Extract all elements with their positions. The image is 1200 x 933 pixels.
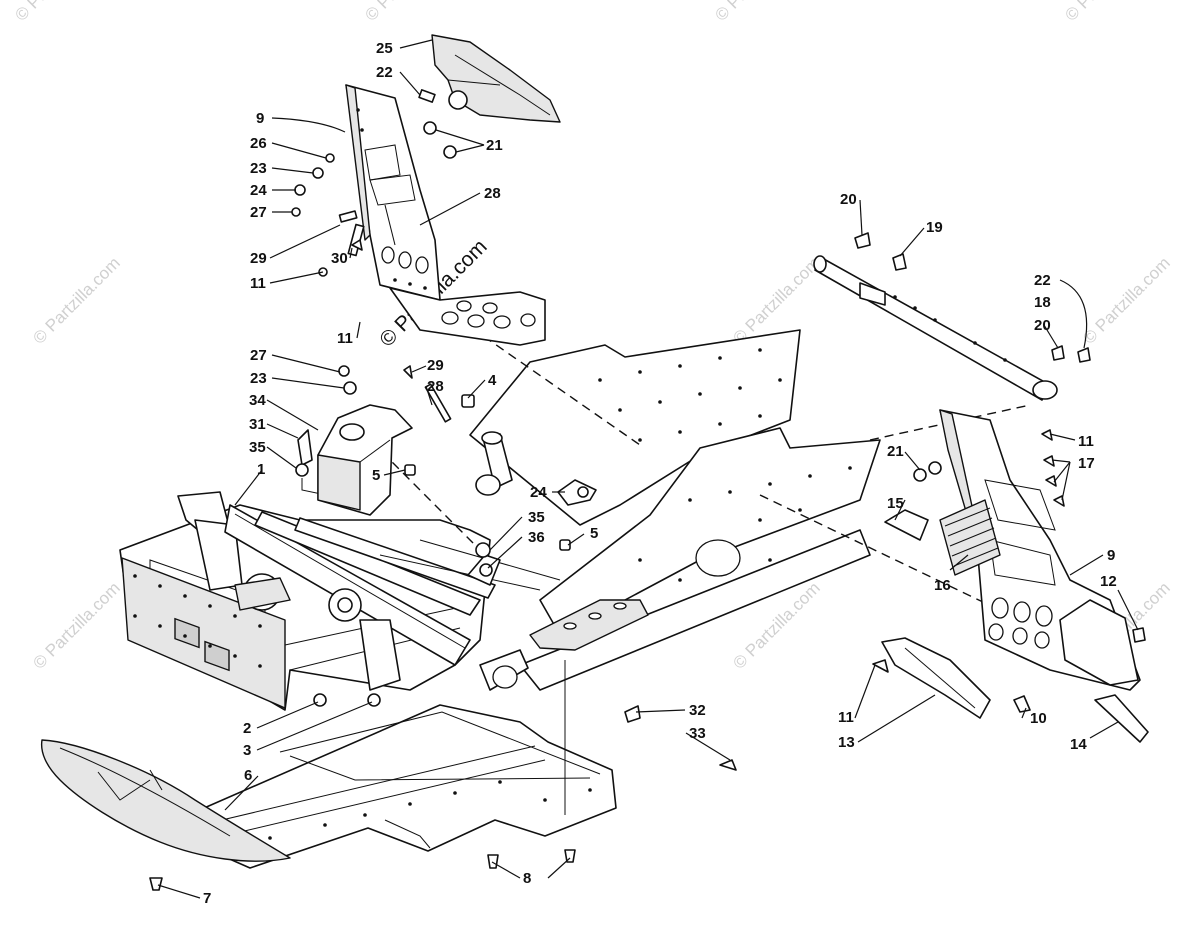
callout-30: 30 [331,250,348,267]
callout-20: 20 [840,191,857,208]
watermark: © Partzilla.com [711,0,805,25]
callout-15: 15 [887,495,904,512]
watermark: © Partzilla.com [29,578,123,672]
callout-29: 29 [250,250,267,267]
callout-2: 2 [243,720,251,737]
callout-11: 11 [838,709,854,726]
callout-9: 9 [256,110,264,127]
hardware-middle [149,479,737,891]
callout-11: 11 [250,275,266,292]
watermark: © Partzilla.com [1079,253,1173,347]
callout-23: 23 [250,160,267,177]
callout-27: 27 [250,347,267,364]
callout-34: 34 [249,392,266,409]
hardware-top [291,89,457,277]
callout-36: 36 [528,529,545,546]
leader-lines [157,39,1139,899]
callout-4: 4 [488,372,497,389]
callout-11: 11 [1078,433,1094,450]
callout-21: 21 [486,137,503,154]
callout-10: 10 [1030,710,1047,727]
watermark: © Partzilla.com [361,0,455,25]
front-bumper [40,739,291,862]
callout-3: 3 [243,742,251,759]
callout-24: 24 [250,182,267,199]
callout-24: 24 [530,484,547,501]
watermark: © Partzilla.com [29,253,123,347]
callout-1: 1 [257,461,265,478]
callout-14: 14 [1070,736,1087,753]
chassis-tunnel [119,329,881,711]
callout-6: 6 [244,767,252,784]
callout-17: 17 [1078,455,1095,472]
callout-9: 9 [1107,547,1115,564]
callout-26: 26 [250,135,267,152]
callout-5: 5 [590,525,598,542]
bracket-34 [295,365,475,516]
callout-11: 11 [337,330,353,347]
watermark: © Partzilla.com [1061,0,1155,25]
callout-8: 8 [523,870,531,887]
callout-27: 27 [250,204,267,221]
callout-22: 22 [376,64,393,81]
callout-21: 21 [887,443,904,460]
lower-brackets [872,627,1149,743]
callout-28: 28 [484,185,501,202]
callout-29: 29 [427,357,444,374]
callout-19: 19 [926,219,943,236]
callout-5: 5 [372,467,380,484]
support-rod [813,232,1091,401]
callout-33: 33 [689,725,706,742]
left-bracket [345,84,546,346]
callout-20: 20 [1034,317,1051,334]
callout-18: 18 [1034,294,1051,311]
callout-32: 32 [689,702,706,719]
top-cover [431,34,561,123]
callout-35: 35 [528,509,545,526]
callout-35: 35 [249,439,266,456]
callout-labels: 25 22 9 26 23 24 27 21 28 29 30 11 11 27… [203,40,1117,907]
callout-12: 12 [1100,573,1117,590]
skid-plate [194,704,617,869]
callout-25: 25 [376,40,393,57]
callout-7: 7 [203,890,211,907]
callout-22: 22 [1034,272,1051,289]
callout-31: 31 [249,416,266,433]
callout-13: 13 [838,734,855,751]
callout-16: 16 [934,577,951,594]
callout-23: 23 [250,370,267,387]
watermark: © Partzilla.com [11,0,105,25]
callout-28: 28 [427,378,444,395]
right-bracket [884,409,1141,691]
